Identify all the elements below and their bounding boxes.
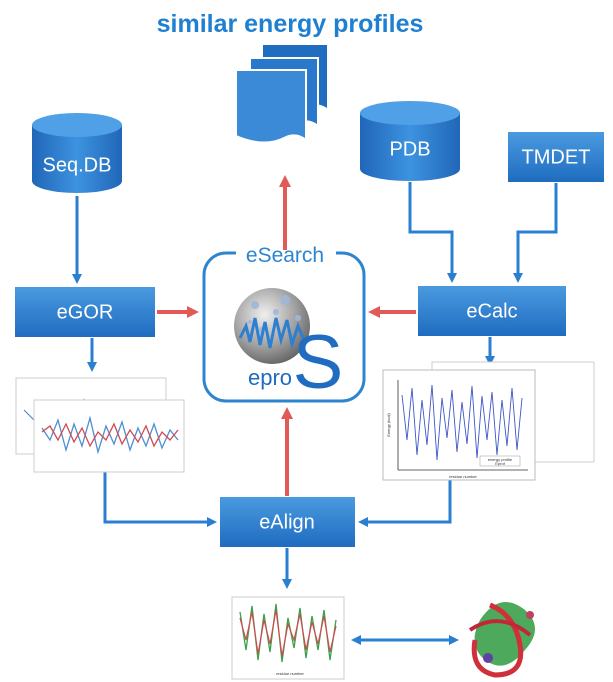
- document-stack-icon: [235, 43, 329, 144]
- pdb-database: PDB: [360, 101, 460, 181]
- arrow-tmdet-ecalc: [513, 183, 558, 283]
- arrow-pdb-ecalc: [408, 182, 457, 283]
- arrow-ecalc-ealign: [358, 478, 452, 527]
- ealign-label: eAlign: [259, 511, 315, 533]
- tmdet-box: TMDET: [508, 132, 604, 182]
- ecalc-legend-energy: energy profile: [488, 457, 513, 462]
- esearch-box: eSearch epro S: [202, 244, 366, 405]
- ealign-xaxis-label: residue number: [276, 671, 304, 676]
- logo-dots: [248, 295, 301, 333]
- ecalc-label: eCalc: [466, 300, 517, 322]
- tmdet-label: TMDET: [522, 146, 591, 168]
- logo-s-text: S: [293, 320, 344, 405]
- ecalc-yaxis-label: Energy (kcal): [386, 413, 391, 437]
- ealign-alignment-plot: residue number: [231, 596, 345, 680]
- logo-epro-text: epro: [248, 365, 292, 390]
- egor-box: eGOR: [15, 287, 155, 337]
- ealign-box: eAlign: [220, 497, 355, 547]
- esearch-label: eSearch: [246, 244, 324, 267]
- blue-arrows: [72, 182, 558, 645]
- ecalc-profile-plots: residue number Energy (kcal) energy prof…: [382, 361, 595, 481]
- red-arrows: [157, 175, 416, 496]
- ecalc-legend-eprof: Eprof: [495, 461, 505, 466]
- arrow-egor-ealign: [103, 470, 217, 527]
- ecalc-box: eCalc: [418, 286, 566, 336]
- ecalc-xaxis-label: residue number: [449, 474, 477, 479]
- seqdb-database: Seq.DB: [32, 113, 122, 193]
- pdb-label: PDB: [389, 138, 430, 160]
- protein-structure-icon: [463, 590, 560, 682]
- seqdb-label: Seq.DB: [43, 154, 112, 176]
- egor-label: eGOR: [57, 301, 114, 323]
- egor-profile-plots: [15, 377, 185, 473]
- diagram-title: similar energy profiles: [157, 10, 424, 38]
- logo-wave: [238, 317, 306, 350]
